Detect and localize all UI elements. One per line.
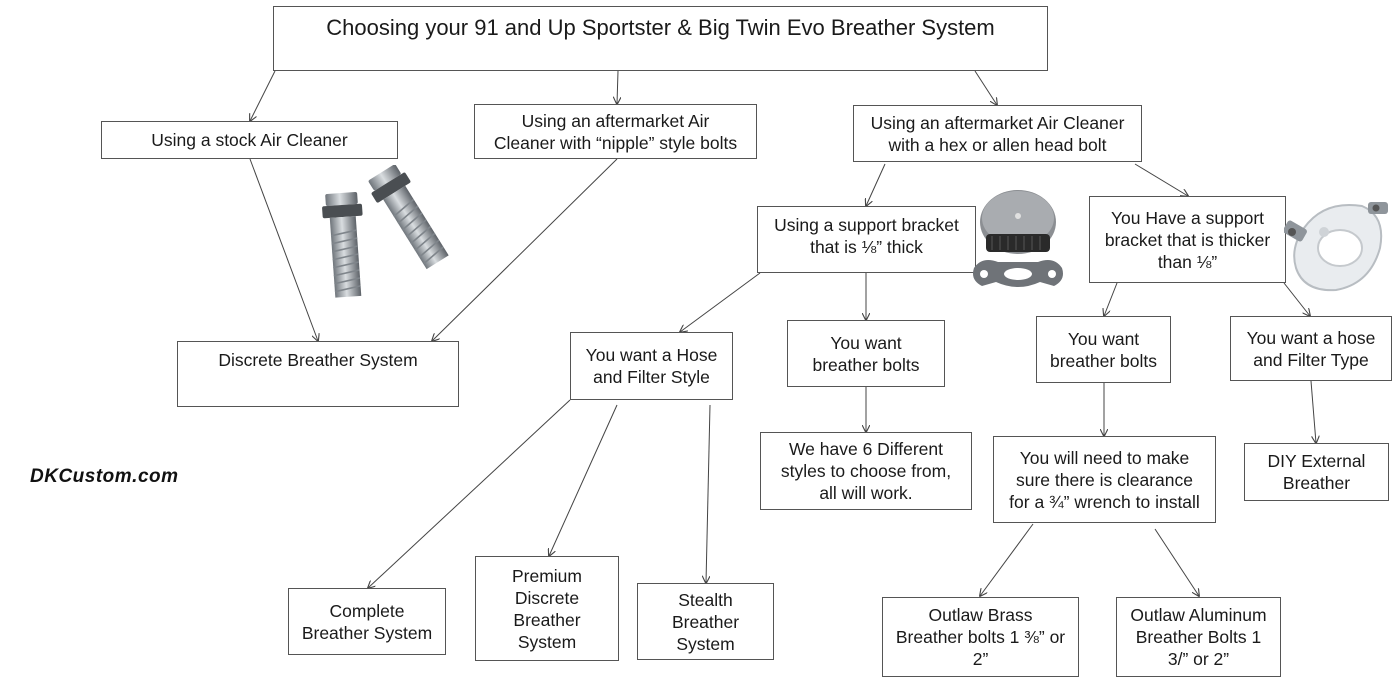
arrow-hex-bracket-thin — [866, 163, 886, 206]
node-bracket-thick: You Have a support bracket that is thick… — [1089, 196, 1286, 283]
node-hose-filter-type: You want a hose and Filter Type — [1230, 316, 1392, 381]
node-outlaw-aluminum: Outlaw Aluminum Breather Bolts 1 3/” or … — [1116, 597, 1281, 677]
node-clearance: You will need to make sure there is clea… — [993, 436, 1216, 523]
arrow-title-stock — [250, 70, 276, 121]
node-outlaw-brass: Outlaw Brass Breather bolts 1 ⅜” or 2” — [882, 597, 1079, 677]
air-cleaner-bracket-photo — [973, 190, 1063, 287]
node-stock-air-cleaner: Using a stock Air Cleaner — [101, 121, 398, 159]
arrow-nipple-discrete — [432, 158, 618, 341]
arrow-thick-hose-type — [1283, 282, 1310, 316]
arrow-thick-bolts — [1104, 282, 1118, 316]
arrow-title-nipple — [617, 70, 618, 104]
node-diy-external: DIY External Breather — [1244, 443, 1389, 501]
arrow-clearance-brass — [980, 523, 1034, 596]
arrow-hose-type-diy — [1310, 380, 1316, 443]
diagram-title-text: Choosing your 91 and Up Sportster & Big … — [326, 15, 995, 40]
diagram-title: Choosing your 91 and Up Sportster & Big … — [273, 6, 1048, 71]
node-discrete-breather: Discrete Breather System — [177, 341, 459, 407]
arrow-stock-discrete — [249, 158, 318, 341]
node-bracket-thin: Using a support bracket that is ⅛” thick — [757, 206, 976, 273]
arrow-hose-style-stealth — [706, 404, 711, 583]
arrow-clearance-aluminum — [1154, 528, 1199, 596]
arrow-title-hex — [974, 70, 997, 105]
brand-logo-text: DKCustom.com — [30, 466, 179, 487]
node-six-styles: We have 6 Different styles to choose fro… — [760, 432, 972, 510]
arrow-thin-hose-style — [680, 272, 761, 332]
arrow-hose-style-premium — [549, 404, 618, 556]
node-stealth-breather: Stealth Breather System — [637, 583, 774, 660]
node-premium-discrete: Premium Discrete Breather System — [475, 556, 619, 661]
node-bolts-thick: You want breather bolts — [1036, 316, 1171, 383]
arrow-hose-style-complete — [368, 399, 571, 588]
arrow-hex-bracket-thick — [1134, 163, 1188, 196]
node-bolts-thin: You want breather bolts — [787, 320, 945, 387]
thick-bracket-photo — [1284, 202, 1388, 292]
node-nipple-bolts: Using an aftermarket Air Cleaner with “n… — [474, 104, 757, 159]
node-complete-breather: Complete Breather System — [288, 588, 446, 655]
nipple-bolts-photo — [322, 165, 449, 298]
node-hex-allen-bolt: Using an aftermarket Air Cleaner with a … — [853, 105, 1142, 162]
node-hose-filter-style: You want a Hose and Filter Style — [570, 332, 733, 400]
